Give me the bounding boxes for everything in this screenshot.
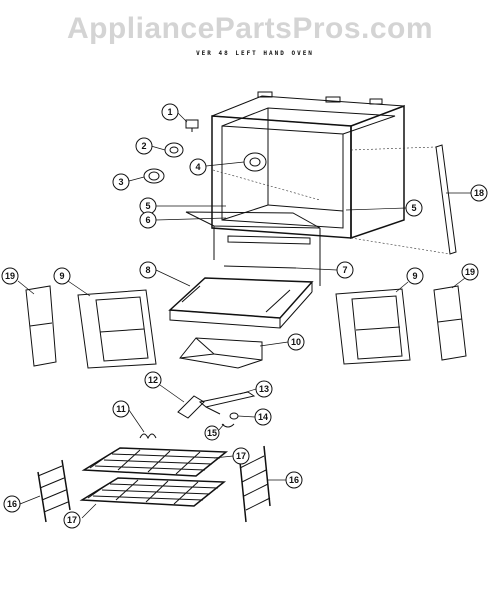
callout-17-upper: 17 — [232, 447, 250, 465]
callout-6: 6 — [139, 211, 157, 229]
callout-4-label: 4 — [195, 162, 200, 172]
convection-fan — [243, 152, 267, 172]
callout-19-left-label: 19 — [5, 271, 15, 281]
callout-14-label: 14 — [258, 412, 268, 422]
insulation-panel-right — [433, 285, 467, 361]
element-part — [198, 391, 256, 415]
switch-part — [185, 119, 199, 132]
top-panel — [185, 211, 321, 286]
callout-18: 18 — [470, 184, 488, 202]
rack-support-right — [239, 445, 271, 523]
callout-1-label: 1 — [167, 107, 172, 117]
callout-12: 12 — [144, 371, 162, 389]
oven-rack-upper — [81, 447, 229, 477]
callout-3: 3 — [112, 173, 130, 191]
leader-lines — [17, 111, 471, 519]
insulation-panel-left — [25, 285, 57, 367]
callout-9-left: 9 — [53, 267, 71, 285]
callout-5-left: 5 — [139, 197, 157, 215]
callout-7: 7 — [336, 261, 354, 279]
callout-1: 1 — [161, 103, 179, 121]
knob-part — [164, 142, 184, 158]
callout-8: 8 — [139, 261, 157, 279]
bottom-pan — [168, 265, 314, 329]
callout-13-label: 13 — [259, 384, 269, 394]
callout-12-label: 12 — [148, 375, 158, 385]
callout-11-label: 11 — [116, 404, 126, 414]
callout-4: 4 — [189, 158, 207, 176]
callout-15: 15 — [204, 425, 220, 441]
callout-9-right: 9 — [406, 267, 424, 285]
callout-19-right-label: 19 — [465, 267, 475, 277]
side-rail-right — [350, 144, 457, 255]
oven-box — [211, 91, 405, 240]
diagram-subtitle: VER 48 LEFT HAND OVEN — [196, 50, 314, 57]
callout-3-label: 3 — [118, 177, 123, 187]
callout-17-lower-label: 17 — [67, 515, 77, 525]
callout-5-left-label: 5 — [145, 201, 150, 211]
bracket-part — [177, 395, 205, 419]
callout-16-left-label: 16 — [7, 499, 17, 509]
callout-13: 13 — [255, 380, 273, 398]
bezel-part — [143, 168, 165, 184]
callout-2: 2 — [135, 137, 153, 155]
callout-16-left: 16 — [3, 495, 21, 513]
callout-16-right: 16 — [285, 471, 303, 489]
callout-16-right-label: 16 — [289, 475, 299, 485]
small-fittings — [221, 412, 239, 428]
callout-11: 11 — [112, 400, 130, 418]
side-panel-right — [335, 288, 411, 365]
callout-9-right-label: 9 — [412, 271, 417, 281]
spring-part — [139, 433, 157, 440]
callout-8-label: 8 — [145, 265, 150, 275]
callout-19-right: 19 — [461, 263, 479, 281]
watermark: AppliancePartsPros.com — [66, 12, 434, 45]
callout-10-label: 10 — [291, 337, 301, 347]
callout-18-label: 18 — [474, 188, 484, 198]
callout-17-lower: 17 — [63, 511, 81, 529]
oven-rack-lower — [79, 477, 227, 507]
callout-14: 14 — [254, 408, 272, 426]
callout-10: 10 — [287, 333, 305, 351]
callout-9-left-label: 9 — [59, 271, 64, 281]
callout-19-left: 19 — [1, 267, 19, 285]
vent-chute — [179, 337, 263, 369]
callout-17-upper-label: 17 — [236, 451, 246, 461]
callout-7-label: 7 — [342, 265, 347, 275]
rack-support-left — [37, 459, 71, 523]
side-panel-left — [77, 289, 157, 369]
callout-2-label: 2 — [141, 141, 146, 151]
callout-6-label: 6 — [145, 215, 150, 225]
callout-5-right-label: 5 — [411, 203, 416, 213]
callout-15-label: 15 — [207, 428, 217, 438]
callout-5-right: 5 — [405, 199, 423, 217]
